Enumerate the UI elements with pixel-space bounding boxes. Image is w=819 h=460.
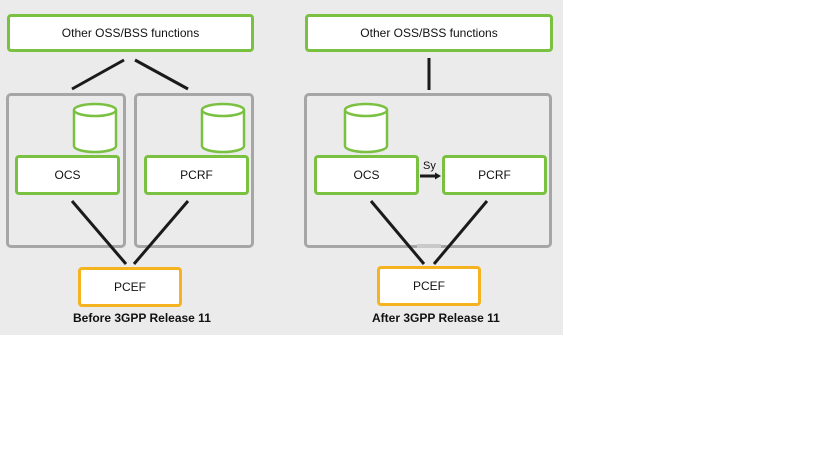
pcrf-box: PCRF	[442, 155, 547, 195]
pcrf-box: PCRF	[144, 155, 249, 195]
ocs-to-pcef-connector	[70, 200, 128, 265]
pcrf-domain-frame	[134, 93, 254, 248]
pcef-box: PCEF	[377, 266, 481, 306]
pcrf-to-pcef-connector	[432, 200, 489, 265]
ocs-box: OCS	[314, 155, 419, 195]
oss-bss-functions-box: Other OSS/BSS functions	[305, 14, 553, 52]
oss-to-pcrf-connector	[134, 58, 189, 91]
pcef-box: PCEF	[78, 267, 182, 307]
sy-interface-label: Sy	[423, 160, 436, 172]
pcrf-to-pcef-connector	[132, 200, 190, 265]
pcrf-database-icon	[200, 102, 246, 154]
ocs-domain-frame	[6, 93, 126, 248]
before-release-11-caption: Before 3GPP Release 11	[73, 311, 211, 325]
ocs-box: OCS	[15, 155, 120, 195]
after-release-11-caption: After 3GPP Release 11	[372, 311, 500, 325]
ocs-database-icon	[72, 102, 118, 154]
sy-arrowhead	[435, 172, 441, 180]
oss-bss-functions-box: Other OSS/BSS functions	[7, 14, 254, 52]
shared-database-icon	[343, 102, 389, 154]
ocs-to-pcef-connector	[369, 200, 426, 265]
oss-to-ocs-connector	[71, 58, 125, 91]
